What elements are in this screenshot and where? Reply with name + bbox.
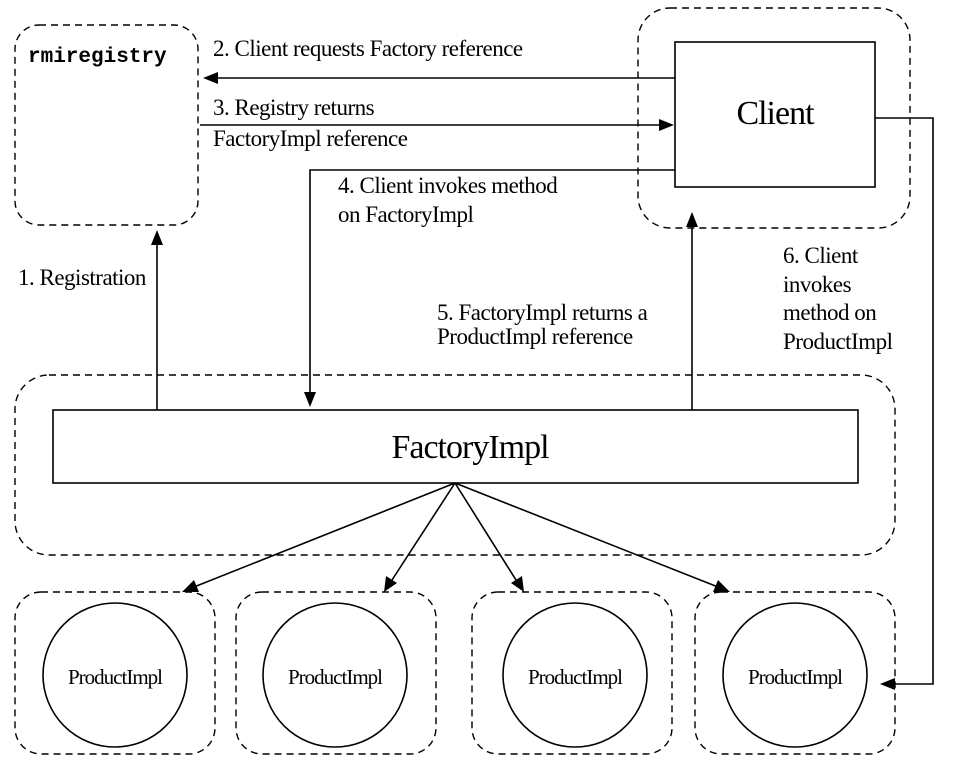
arrowhead-registry-returns xyxy=(659,119,674,131)
arrowhead-registration xyxy=(151,230,163,245)
arrowhead-invoke-product xyxy=(880,678,895,690)
arrow-factory-product-2 xyxy=(391,482,456,581)
factoryimpl-box xyxy=(52,409,859,484)
arrowhead-factory-product-1 xyxy=(182,580,199,592)
arrowhead-factory-product-2 xyxy=(384,576,397,592)
productimpl-circle-1 xyxy=(42,602,188,748)
arrowhead-invoke-factory xyxy=(304,392,316,407)
step3-label: 3. Registry returns FactoryImpl referenc… xyxy=(213,95,408,151)
step4-label: 4. Client invokes method on FactoryImpl xyxy=(338,173,563,227)
arrowhead-request-factory xyxy=(203,72,218,84)
productimpl-label-4: ProductImpl xyxy=(748,665,843,689)
step6-label: 6. Client invokes method on ProductImpl xyxy=(783,243,893,354)
arrowhead-factory-product-3 xyxy=(511,576,524,592)
productimpl-label-3: ProductImpl xyxy=(528,665,623,689)
product-container-3 xyxy=(471,591,673,755)
arrow-invoke-product xyxy=(875,117,934,685)
factoryimpl-label: FactoryImpl xyxy=(391,429,549,466)
arrow-factory-product-1 xyxy=(193,482,456,588)
step1-label: 1. Registration xyxy=(18,265,147,290)
product-container-1 xyxy=(14,591,216,755)
arrow-factory-product-4 xyxy=(454,482,719,588)
client-label: Client xyxy=(736,95,815,132)
productimpl-label-2: ProductImpl xyxy=(288,665,383,689)
productimpl-circle-3 xyxy=(502,602,648,748)
arrow-invoke-factory xyxy=(309,169,675,395)
step5-label: 5. FactoryImpl returns a ProductImpl ref… xyxy=(437,300,653,349)
productimpl-circle-2 xyxy=(262,602,408,748)
arrow-factory-product-3 xyxy=(454,482,517,581)
step2-label: 2. Client requests Factory reference xyxy=(213,36,523,61)
arrowhead-factory-returns xyxy=(686,212,698,227)
rmiregistry-label: rmiregistry xyxy=(28,46,167,69)
client-box xyxy=(674,41,876,188)
productimpl-circle-4 xyxy=(722,602,868,748)
productimpl-label-1: ProductImpl xyxy=(68,665,163,689)
arrowhead-factory-product-4 xyxy=(713,580,730,592)
product-container-4 xyxy=(694,591,896,755)
product-container-2 xyxy=(235,591,437,755)
